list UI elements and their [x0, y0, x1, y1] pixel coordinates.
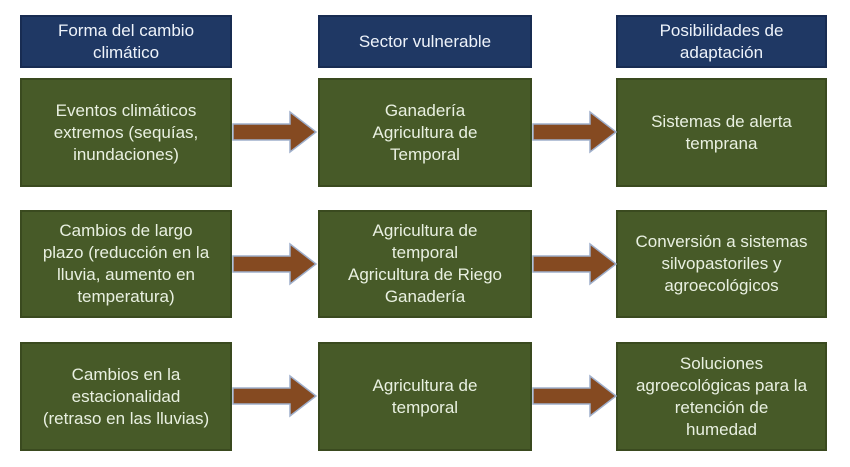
right-arrow-icon: [532, 242, 618, 286]
cell-adaptacion-row2: Conversión a sistemas silvopastoriles y …: [616, 210, 827, 318]
right-arrow-icon: [232, 242, 318, 286]
cell-sector-row1: Ganadería Agricultura de Temporal: [318, 78, 532, 187]
cell-forma-row3: Cambios en la estacionalidad (retraso en…: [20, 342, 232, 451]
cell-forma-row2: Cambios de largo plazo (reducción en la …: [20, 210, 232, 318]
column-header-sector-vulnerable: Sector vulnerable: [318, 15, 532, 68]
cell-sector-row2: Agricultura de temporal Agricultura de R…: [318, 210, 532, 318]
right-arrow-icon: [532, 374, 618, 418]
cell-sector-row3: Agricultura de temporal: [318, 342, 532, 451]
right-arrow-icon: [232, 110, 318, 154]
right-arrow-icon: [232, 374, 318, 418]
right-arrow-icon: [532, 110, 618, 154]
cell-forma-row1: Eventos climáticos extremos (sequías, in…: [20, 78, 232, 187]
cell-adaptacion-row3: Soluciones agroecológicas para la retenc…: [616, 342, 827, 451]
column-header-forma-del-cambio: Forma del cambio climático: [20, 15, 232, 68]
cell-adaptacion-row1: Sistemas de alerta temprana: [616, 78, 827, 187]
column-header-posibilidades-adaptacion: Posibilidades de adaptación: [616, 15, 827, 68]
